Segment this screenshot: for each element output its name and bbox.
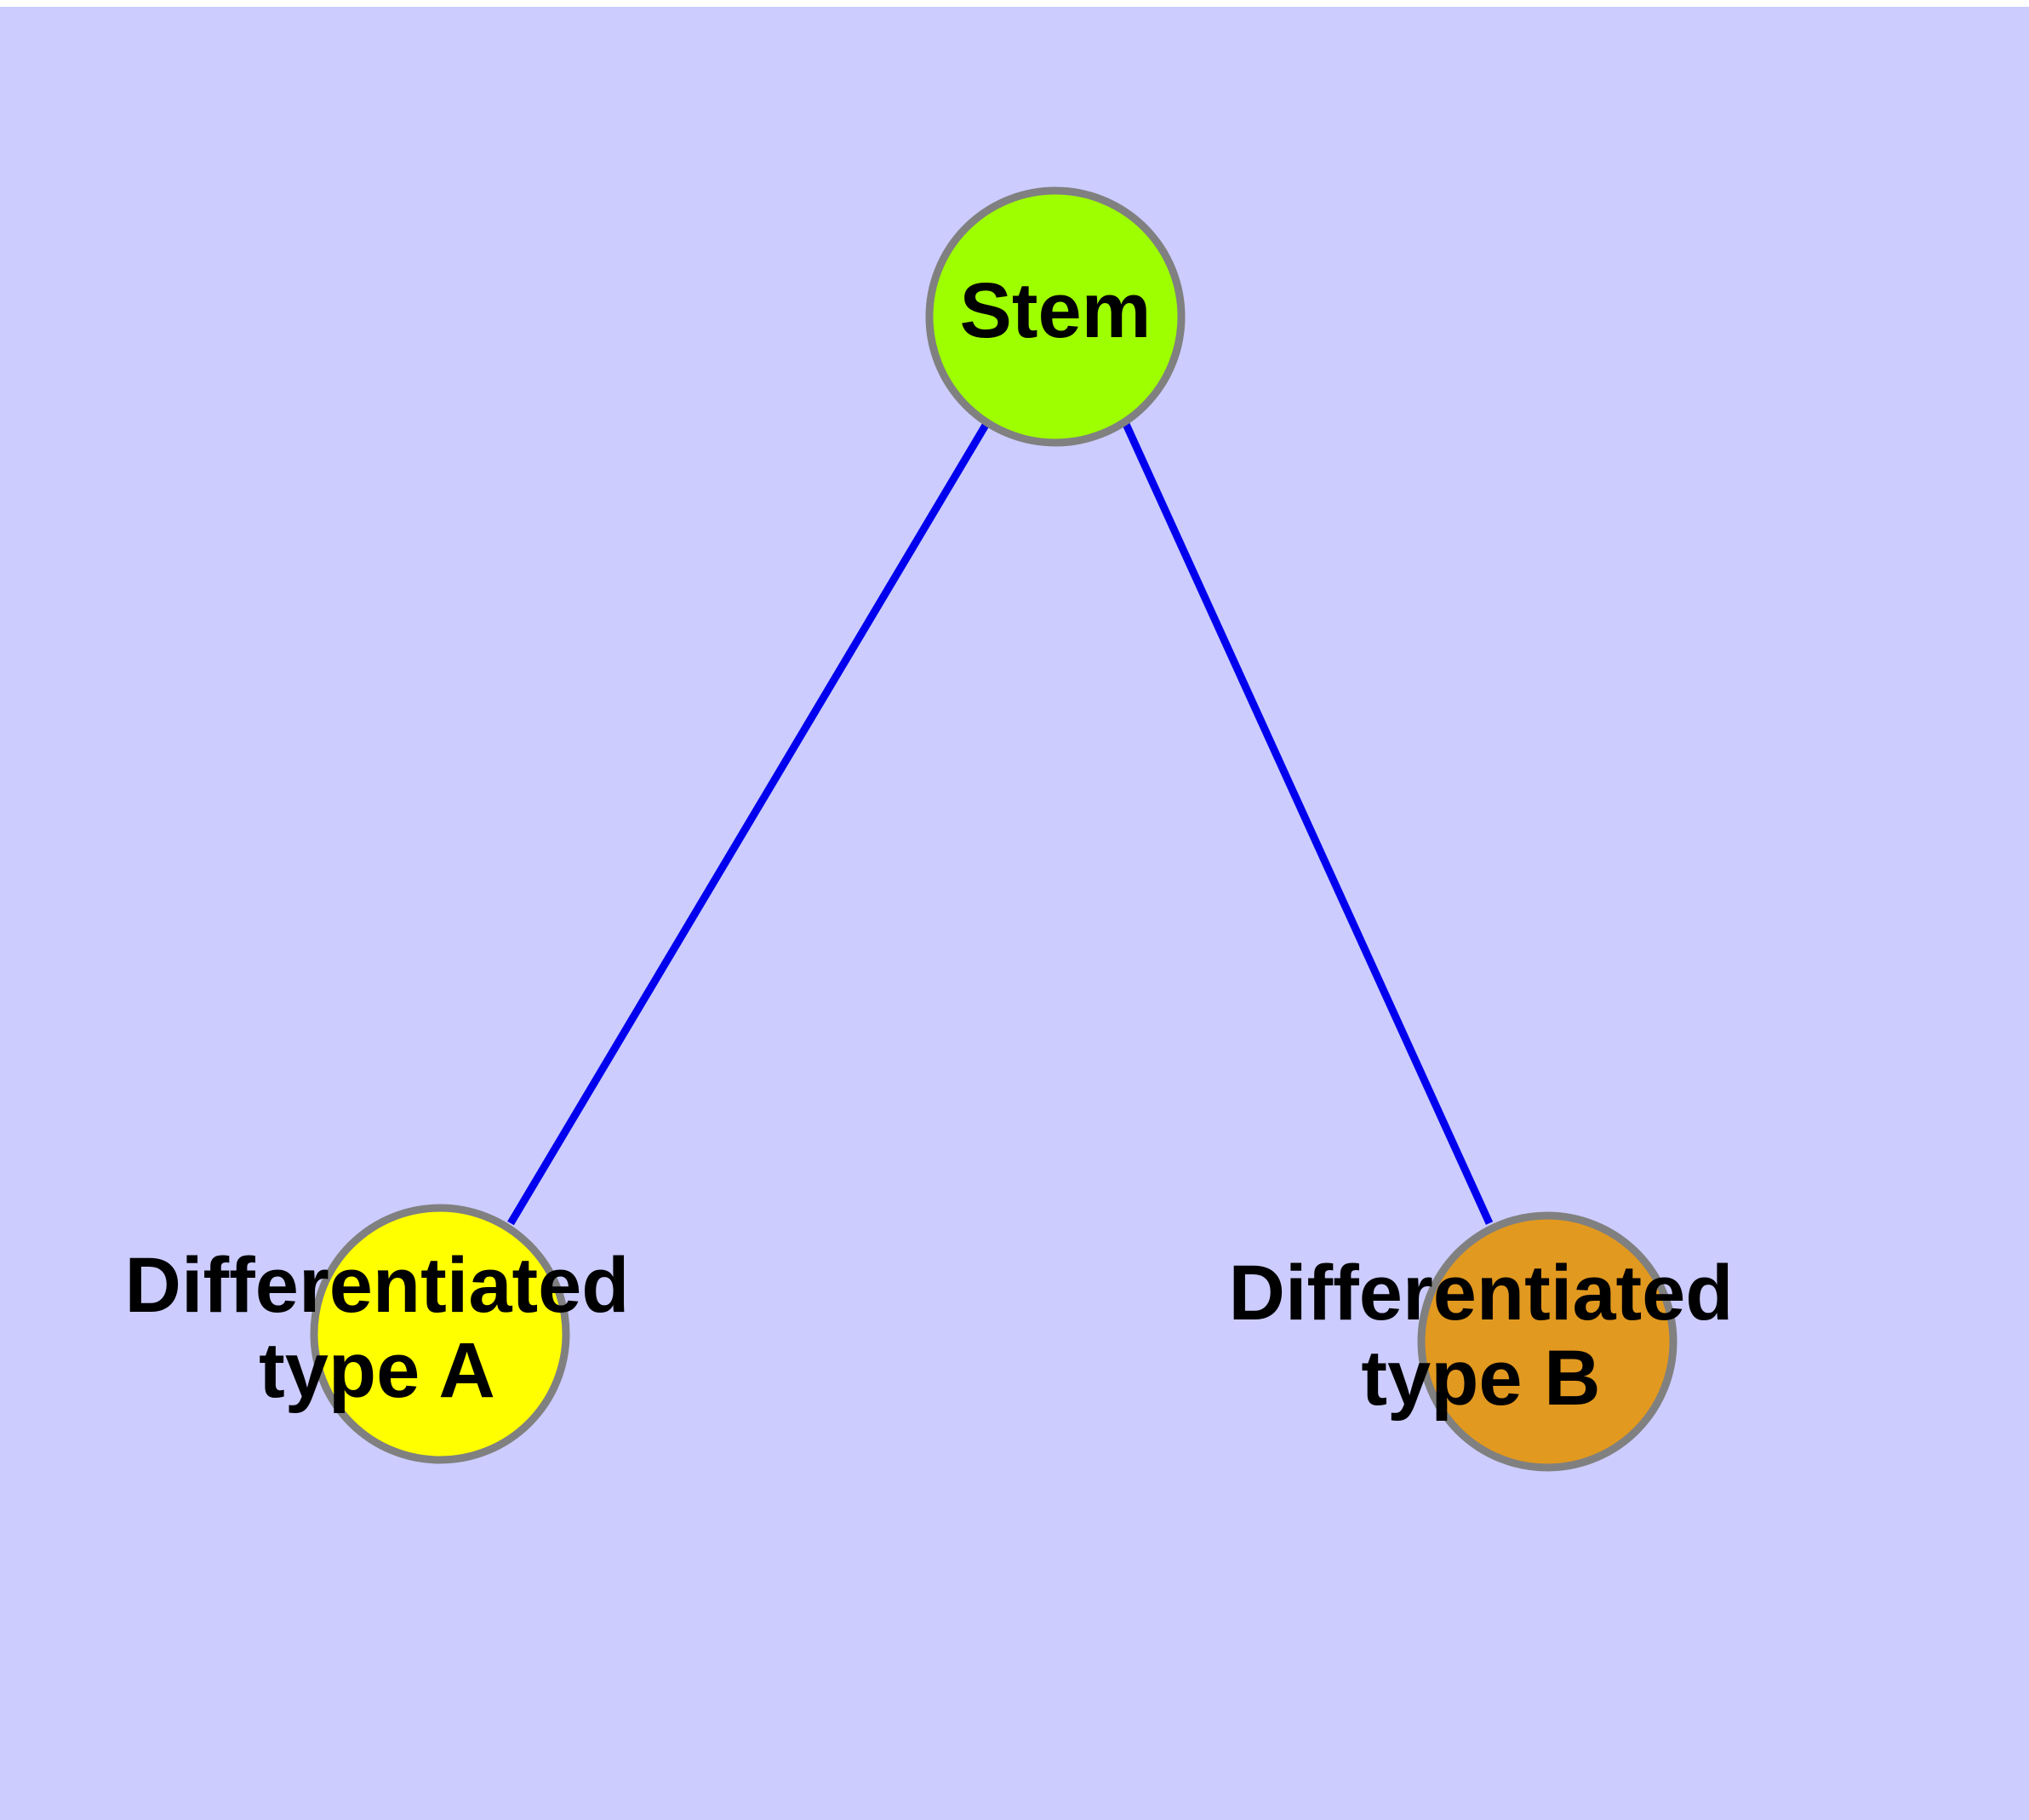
node-stem[interactable] [925, 186, 1186, 447]
node-differentiated-type-a[interactable] [310, 1204, 570, 1464]
node-differentiated-type-b[interactable] [1417, 1211, 1677, 1472]
edge-stem-to-diff-b[interactable] [1121, 421, 1494, 1225]
node-differentiated-type-a-circle[interactable] [310, 1204, 570, 1464]
node-differentiated-type-b-circle[interactable] [1417, 1211, 1677, 1472]
node-stem-label: Stem [960, 267, 1152, 354]
node-stem-circle[interactable] [925, 186, 1186, 447]
edge-stem-to-diff-a[interactable] [507, 420, 991, 1226]
nodes-layer [310, 186, 1677, 1472]
edges-layer [507, 420, 1494, 1226]
